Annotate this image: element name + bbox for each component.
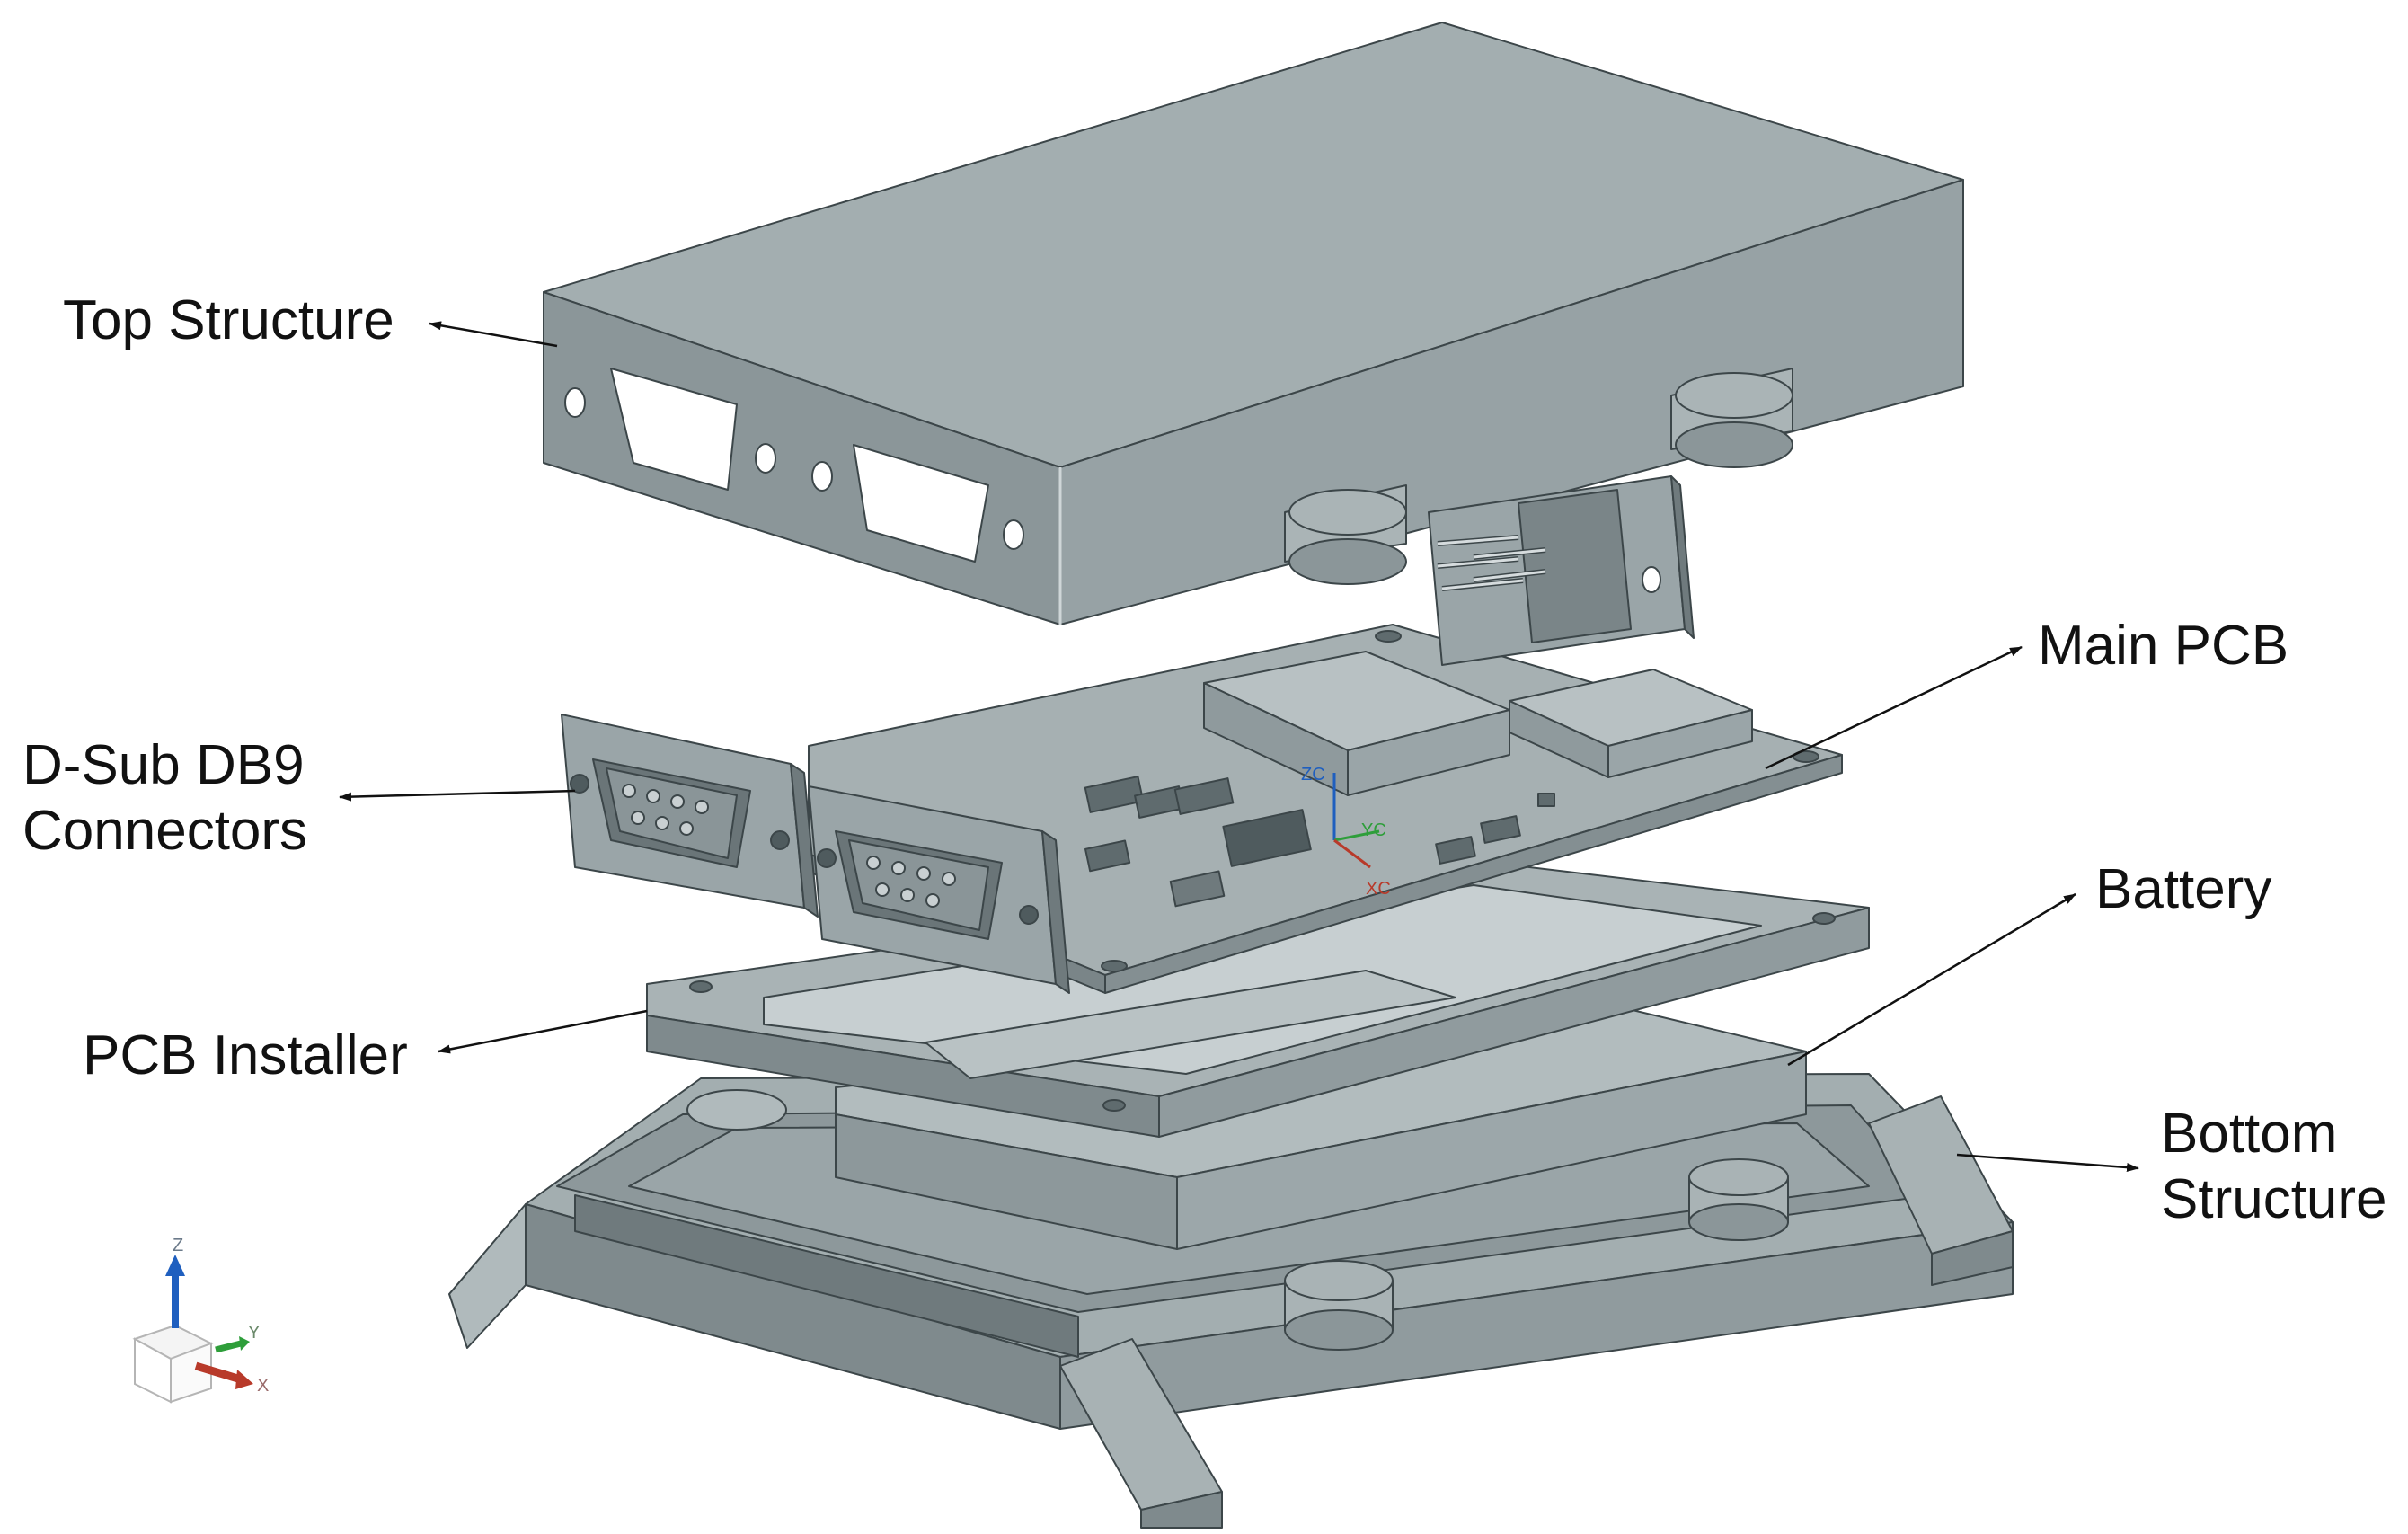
label-battery: Battery <box>2095 858 2272 920</box>
pcb-coordinate-system: ZC YC XC <box>1301 765 1391 899</box>
triad-y-axis <box>215 1340 242 1353</box>
pcb-axis-yc-label: YC <box>1361 820 1386 840</box>
dsub-connector-top <box>1428 475 1695 666</box>
view-triad: Z Y X <box>132 1236 269 1404</box>
dsub-connector-left <box>561 714 819 918</box>
dsub-leader <box>339 789 576 802</box>
triad-y-label: Y <box>248 1323 260 1343</box>
label-bottom-line2: Structure <box>2161 1168 2387 1230</box>
leader-lines <box>339 321 2139 1173</box>
label-main-pcb: Main PCB <box>2038 615 2289 677</box>
dsub-connector-right <box>808 785 1070 994</box>
main-pcb-leader <box>1765 645 2023 770</box>
pcb-axis-zc-label: ZC <box>1301 765 1325 785</box>
triad-z-label: Z <box>173 1236 183 1255</box>
battery-leader <box>1787 892 2076 1067</box>
pcb-installer-frame <box>646 862 1870 1138</box>
label-dsub-line1: D-Sub DB9 <box>22 734 305 796</box>
top-structure <box>543 22 1964 625</box>
triad-x-axis <box>194 1361 243 1384</box>
label-bottom-line1: Bottom <box>2161 1103 2338 1165</box>
pcb-axis-xc-label: XC <box>1366 879 1391 899</box>
triad-x-label: X <box>257 1376 269 1396</box>
pcb-installer-leader <box>438 1009 648 1054</box>
label-pcb-installer: PCB Installer <box>83 1024 408 1086</box>
top-structure-leader <box>429 321 558 348</box>
label-top-structure: Top Structure <box>63 289 394 351</box>
bottom-structure-leader <box>1956 1153 2139 1173</box>
label-dsub-line2: Connectors <box>22 800 308 862</box>
